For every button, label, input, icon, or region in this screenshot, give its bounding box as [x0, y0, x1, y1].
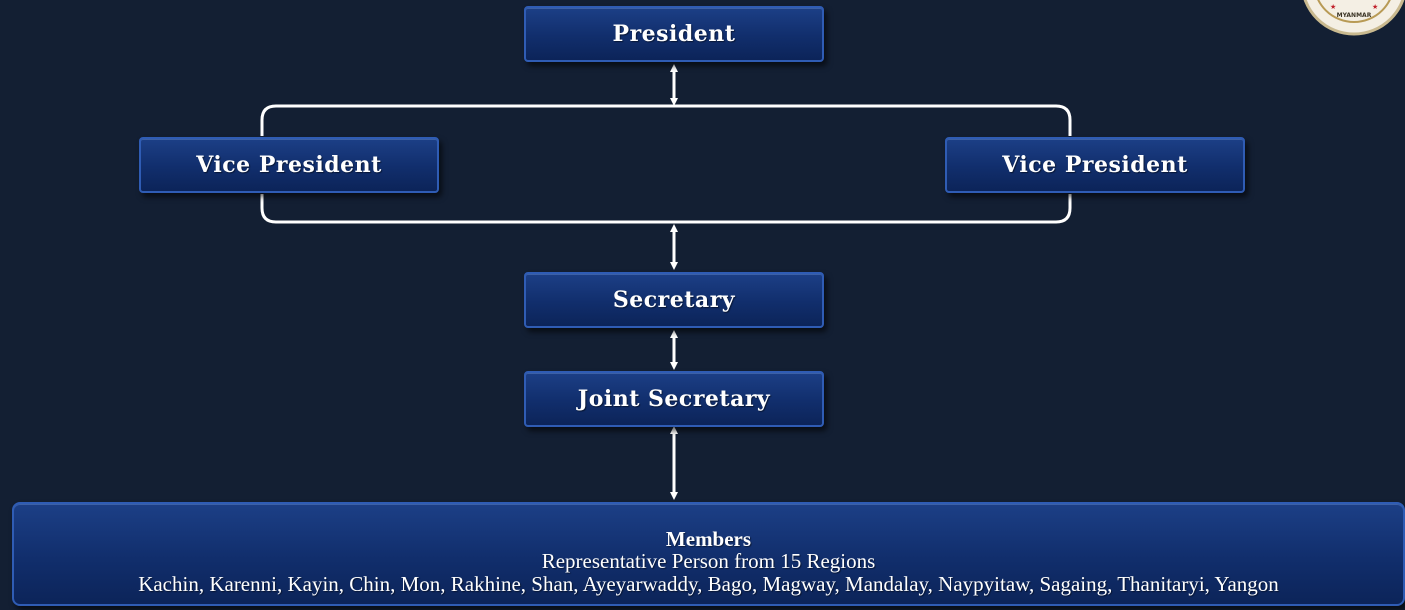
svg-text:★: ★: [1330, 3, 1336, 11]
joint-secretary-label: Joint Secretary: [577, 386, 771, 412]
joint-secretary-box: Joint Secretary: [524, 371, 824, 427]
vice-president-left-label: Vice President: [196, 152, 382, 178]
emblem-text: MYANMAR: [1337, 12, 1372, 19]
members-regions: Kachin, Karenni, Kayin, Chin, Mon, Rakhi…: [138, 572, 1279, 596]
members-title: Members: [665, 527, 752, 551]
president-box: President: [524, 6, 824, 62]
vice-president-left-box: Vice President: [139, 137, 439, 193]
secretary-box: Secretary: [524, 272, 824, 328]
vice-president-right-box: Vice President: [945, 137, 1245, 193]
vice-president-bracket-top: [260, 104, 1072, 136]
vice-president-bracket-bottom: [260, 194, 1072, 224]
members-box: Members Representative Person from 15 Re…: [12, 502, 1405, 606]
vice-president-right-label: Vice President: [1002, 152, 1188, 178]
members-subtitle: Representative Person from 15 Regions: [541, 549, 876, 573]
svg-text:★: ★: [1372, 3, 1378, 11]
president-label: President: [612, 21, 736, 47]
secretary-label: Secretary: [612, 287, 736, 313]
emblem-logo: ★ ★ MYANMAR: [1296, 0, 1405, 40]
